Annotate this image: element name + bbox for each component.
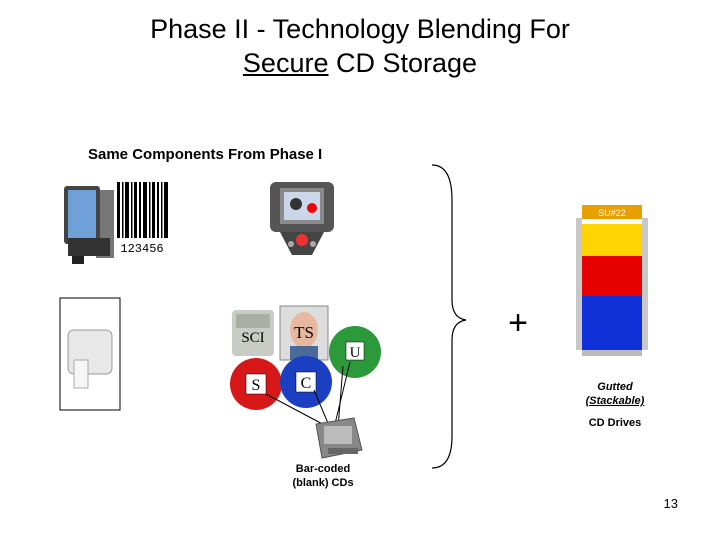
section-subtitle: Same Components From Phase I <box>88 146 323 163</box>
s-disc: S <box>230 358 282 410</box>
title-line-1: Phase II - Technology Blending For <box>150 14 570 44</box>
curly-brace <box>431 164 467 469</box>
u-disc: U <box>329 326 381 378</box>
u-label: U <box>350 345 361 361</box>
blank-cds-label: Bar-coded (blank) CDs <box>280 462 366 490</box>
handheld-terminal-image <box>270 182 334 255</box>
sci-label: SCI <box>241 330 264 346</box>
s-label: S <box>252 377 261 394</box>
stack-caption-line2: (Stackable) <box>585 395 645 407</box>
c-disc: C <box>280 356 332 408</box>
computer-image <box>64 186 114 264</box>
barcode-image: 123456 <box>117 182 168 256</box>
blank-cds-line1: Bar-coded <box>295 463 351 475</box>
cd-drives-label: CD Drives <box>588 417 642 429</box>
stack-caption-line1: Gutted <box>597 381 633 393</box>
c-label: C <box>301 375 312 392</box>
stack-label: SU#22 <box>598 208 626 218</box>
title-line-2: Secure CD Storage <box>0 46 720 80</box>
page-title: Phase II - Technology Blending For Secur… <box>0 12 720 80</box>
connector-lines <box>265 361 351 429</box>
cd-reader-image <box>315 417 363 459</box>
cd-drive-stack: SU#22 <box>576 205 648 356</box>
stack-caption: Gutted (Stackable) <box>572 380 658 408</box>
barcode-digits: 123456 <box>120 242 163 256</box>
ts-component: TS <box>279 305 329 361</box>
ts-label: TS <box>294 323 314 342</box>
sci-component: SCI <box>232 310 274 356</box>
page-number: 13 <box>663 496 678 511</box>
title-secure-word: Secure <box>242 48 329 78</box>
title-rest: CD Storage <box>328 48 478 78</box>
label-printer-image <box>59 297 121 411</box>
blank-cds-line2: (blank) CDs <box>292 477 354 489</box>
plus-sign: + <box>508 304 528 342</box>
